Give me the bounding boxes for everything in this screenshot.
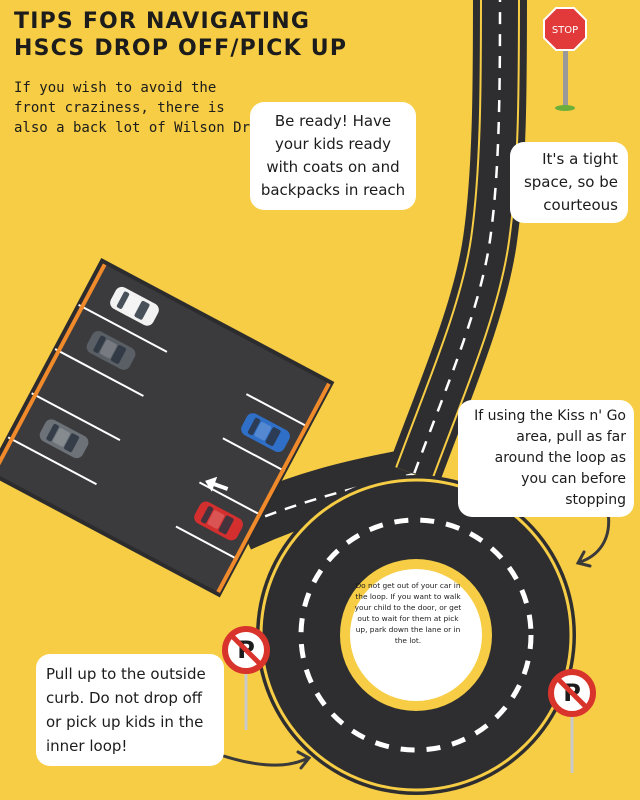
intro-text: If you wish to avoid the front craziness…: [14, 80, 259, 136]
no-parking-sign-icon: [225, 629, 267, 730]
arrow-icon: [210, 750, 312, 770]
road: [225, 0, 576, 795]
stop-sign-label: STOP: [552, 25, 578, 36]
title-line-2: HSCS DROP OFF/PICK UP: [14, 36, 348, 61]
arrow-icon: [205, 476, 229, 492]
no-parking-sign-icon: [551, 672, 593, 773]
page-title: TIPS FOR NAVIGATING HSCS DROP OFF/PICK U…: [14, 8, 374, 62]
tip-outside-curb: Pull up to the outside curb. Do not drop…: [36, 654, 224, 766]
tip-kiss-n-go: If using the Kiss n' Go area, pull as fa…: [458, 400, 634, 517]
parking-lot: [0, 258, 335, 598]
tip-loop-center: Do not get out of your car in the loop. …: [354, 581, 462, 645]
title-line-1: TIPS FOR NAVIGATING: [14, 9, 311, 34]
tip-tight-space: It's a tight space, so be courteous: [510, 142, 628, 223]
stop-sign-icon: STOP: [543, 7, 587, 111]
arrow-icon: [575, 510, 611, 568]
tip-be-ready: Be ready! Have your kids ready with coat…: [250, 102, 416, 210]
